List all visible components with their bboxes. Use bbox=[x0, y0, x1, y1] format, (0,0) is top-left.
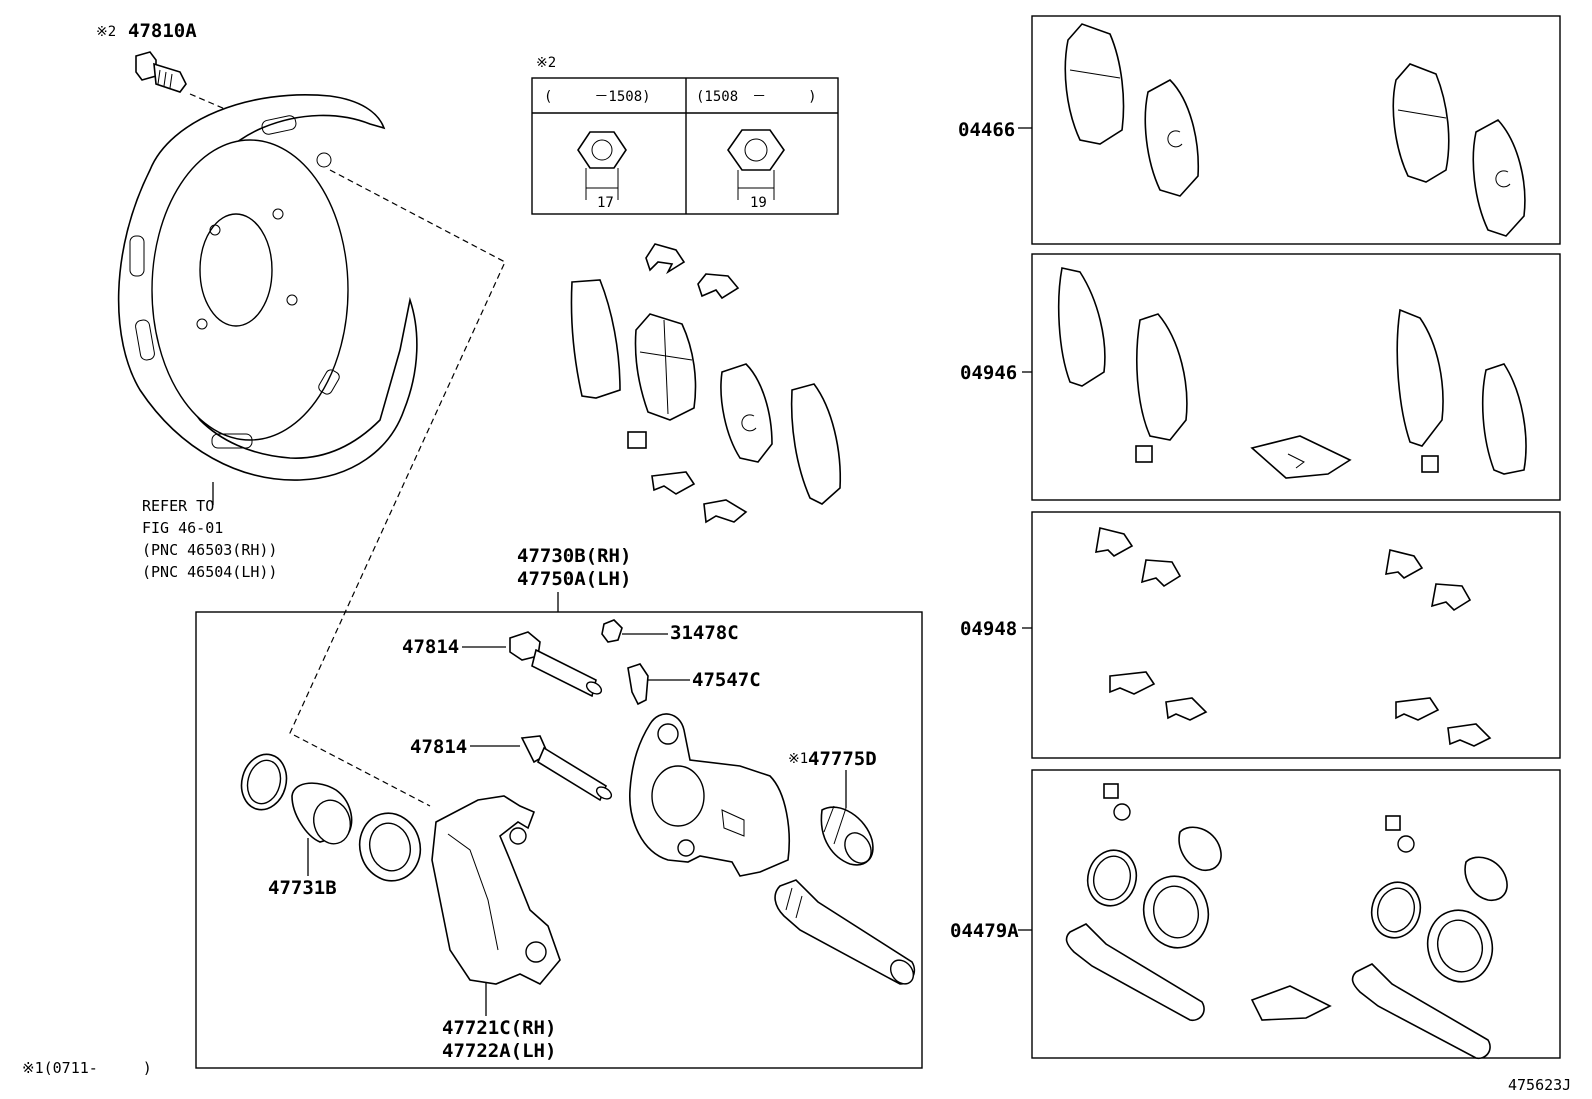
seal-ring[interactable] bbox=[236, 749, 293, 814]
pad-set-exploded[interactable] bbox=[570, 243, 842, 524]
mounting-label-lh: 47722A(LH) bbox=[442, 1040, 556, 1062]
boot-47775d[interactable] bbox=[820, 805, 876, 868]
variant-col2-header: (1508 － ) bbox=[696, 89, 817, 105]
pin-boot-long[interactable] bbox=[774, 879, 918, 988]
bleeder-cap[interactable] bbox=[601, 619, 623, 643]
boot-label: 47775D bbox=[808, 748, 877, 770]
caliper-body[interactable] bbox=[629, 713, 790, 877]
variant-table bbox=[531, 77, 839, 215]
kit-code-04946: 04946 bbox=[960, 362, 1017, 384]
piston-kit-label: 47731B bbox=[268, 877, 337, 899]
illustration-id: 475623J bbox=[1508, 1076, 1571, 1094]
kit-code-04466: 04466 bbox=[958, 119, 1015, 141]
kit-04948-clips bbox=[1095, 527, 1492, 747]
caliper-assy-label-rh: 47730B(RH) bbox=[517, 545, 631, 567]
kit-04946-shims bbox=[1057, 267, 1527, 479]
shield-ref-line1: REFER TO bbox=[142, 497, 214, 515]
shield-ref-line2: FIG 46-01 bbox=[142, 519, 223, 537]
piston-boot[interactable] bbox=[352, 806, 428, 887]
kit-panel-04479a[interactable] bbox=[1031, 769, 1561, 1059]
kit-code-04479a: 04479A bbox=[950, 920, 1019, 942]
boot-note-mark: ※1 bbox=[788, 751, 808, 767]
caliper-group-box bbox=[195, 611, 923, 1069]
variant-col1-header: ( －1508) bbox=[544, 89, 651, 105]
cap-label: 31478C bbox=[670, 622, 739, 644]
bolt-47810a[interactable] bbox=[135, 51, 187, 93]
variant-table-note: ※2 bbox=[536, 55, 556, 71]
mounting-label-rh: 47721C(RH) bbox=[442, 1017, 556, 1039]
bolt-label: 47810A bbox=[128, 20, 197, 42]
slide-pin-upper[interactable] bbox=[509, 631, 603, 698]
bleeder-plug[interactable] bbox=[627, 663, 649, 706]
mounting-bracket[interactable] bbox=[431, 795, 561, 985]
pin-lower-label: 47814 bbox=[410, 736, 467, 758]
pin-upper-label: 47814 bbox=[402, 636, 459, 658]
kit-04479a-seals bbox=[1065, 783, 1508, 1060]
shield-ref-line3: (PNC 46503(RH)) bbox=[142, 541, 277, 559]
caliper-assy-label-lh: 47750A(LH) bbox=[517, 568, 631, 590]
slide-pin-lower[interactable] bbox=[520, 735, 613, 802]
kit-04466-pads bbox=[1064, 23, 1526, 237]
kit-panel-04946[interactable] bbox=[1031, 253, 1561, 501]
shield-ref-line4: (PNC 46504(LH)) bbox=[142, 563, 277, 581]
kit-panel-04948[interactable] bbox=[1031, 511, 1561, 759]
kit-code-04948: 04948 bbox=[960, 618, 1017, 640]
variant-col2-size: 19 bbox=[750, 195, 767, 211]
bolt-note-mark: ※2 bbox=[96, 24, 116, 40]
piston[interactable] bbox=[291, 782, 355, 848]
dust-shield[interactable] bbox=[117, 94, 418, 481]
bleeder-label: 47547C bbox=[692, 669, 761, 691]
variant-col1-size: 17 bbox=[597, 195, 614, 211]
kit-panel-04466[interactable] bbox=[1031, 15, 1561, 245]
footnote: ※1(0711- ) bbox=[22, 1059, 152, 1077]
